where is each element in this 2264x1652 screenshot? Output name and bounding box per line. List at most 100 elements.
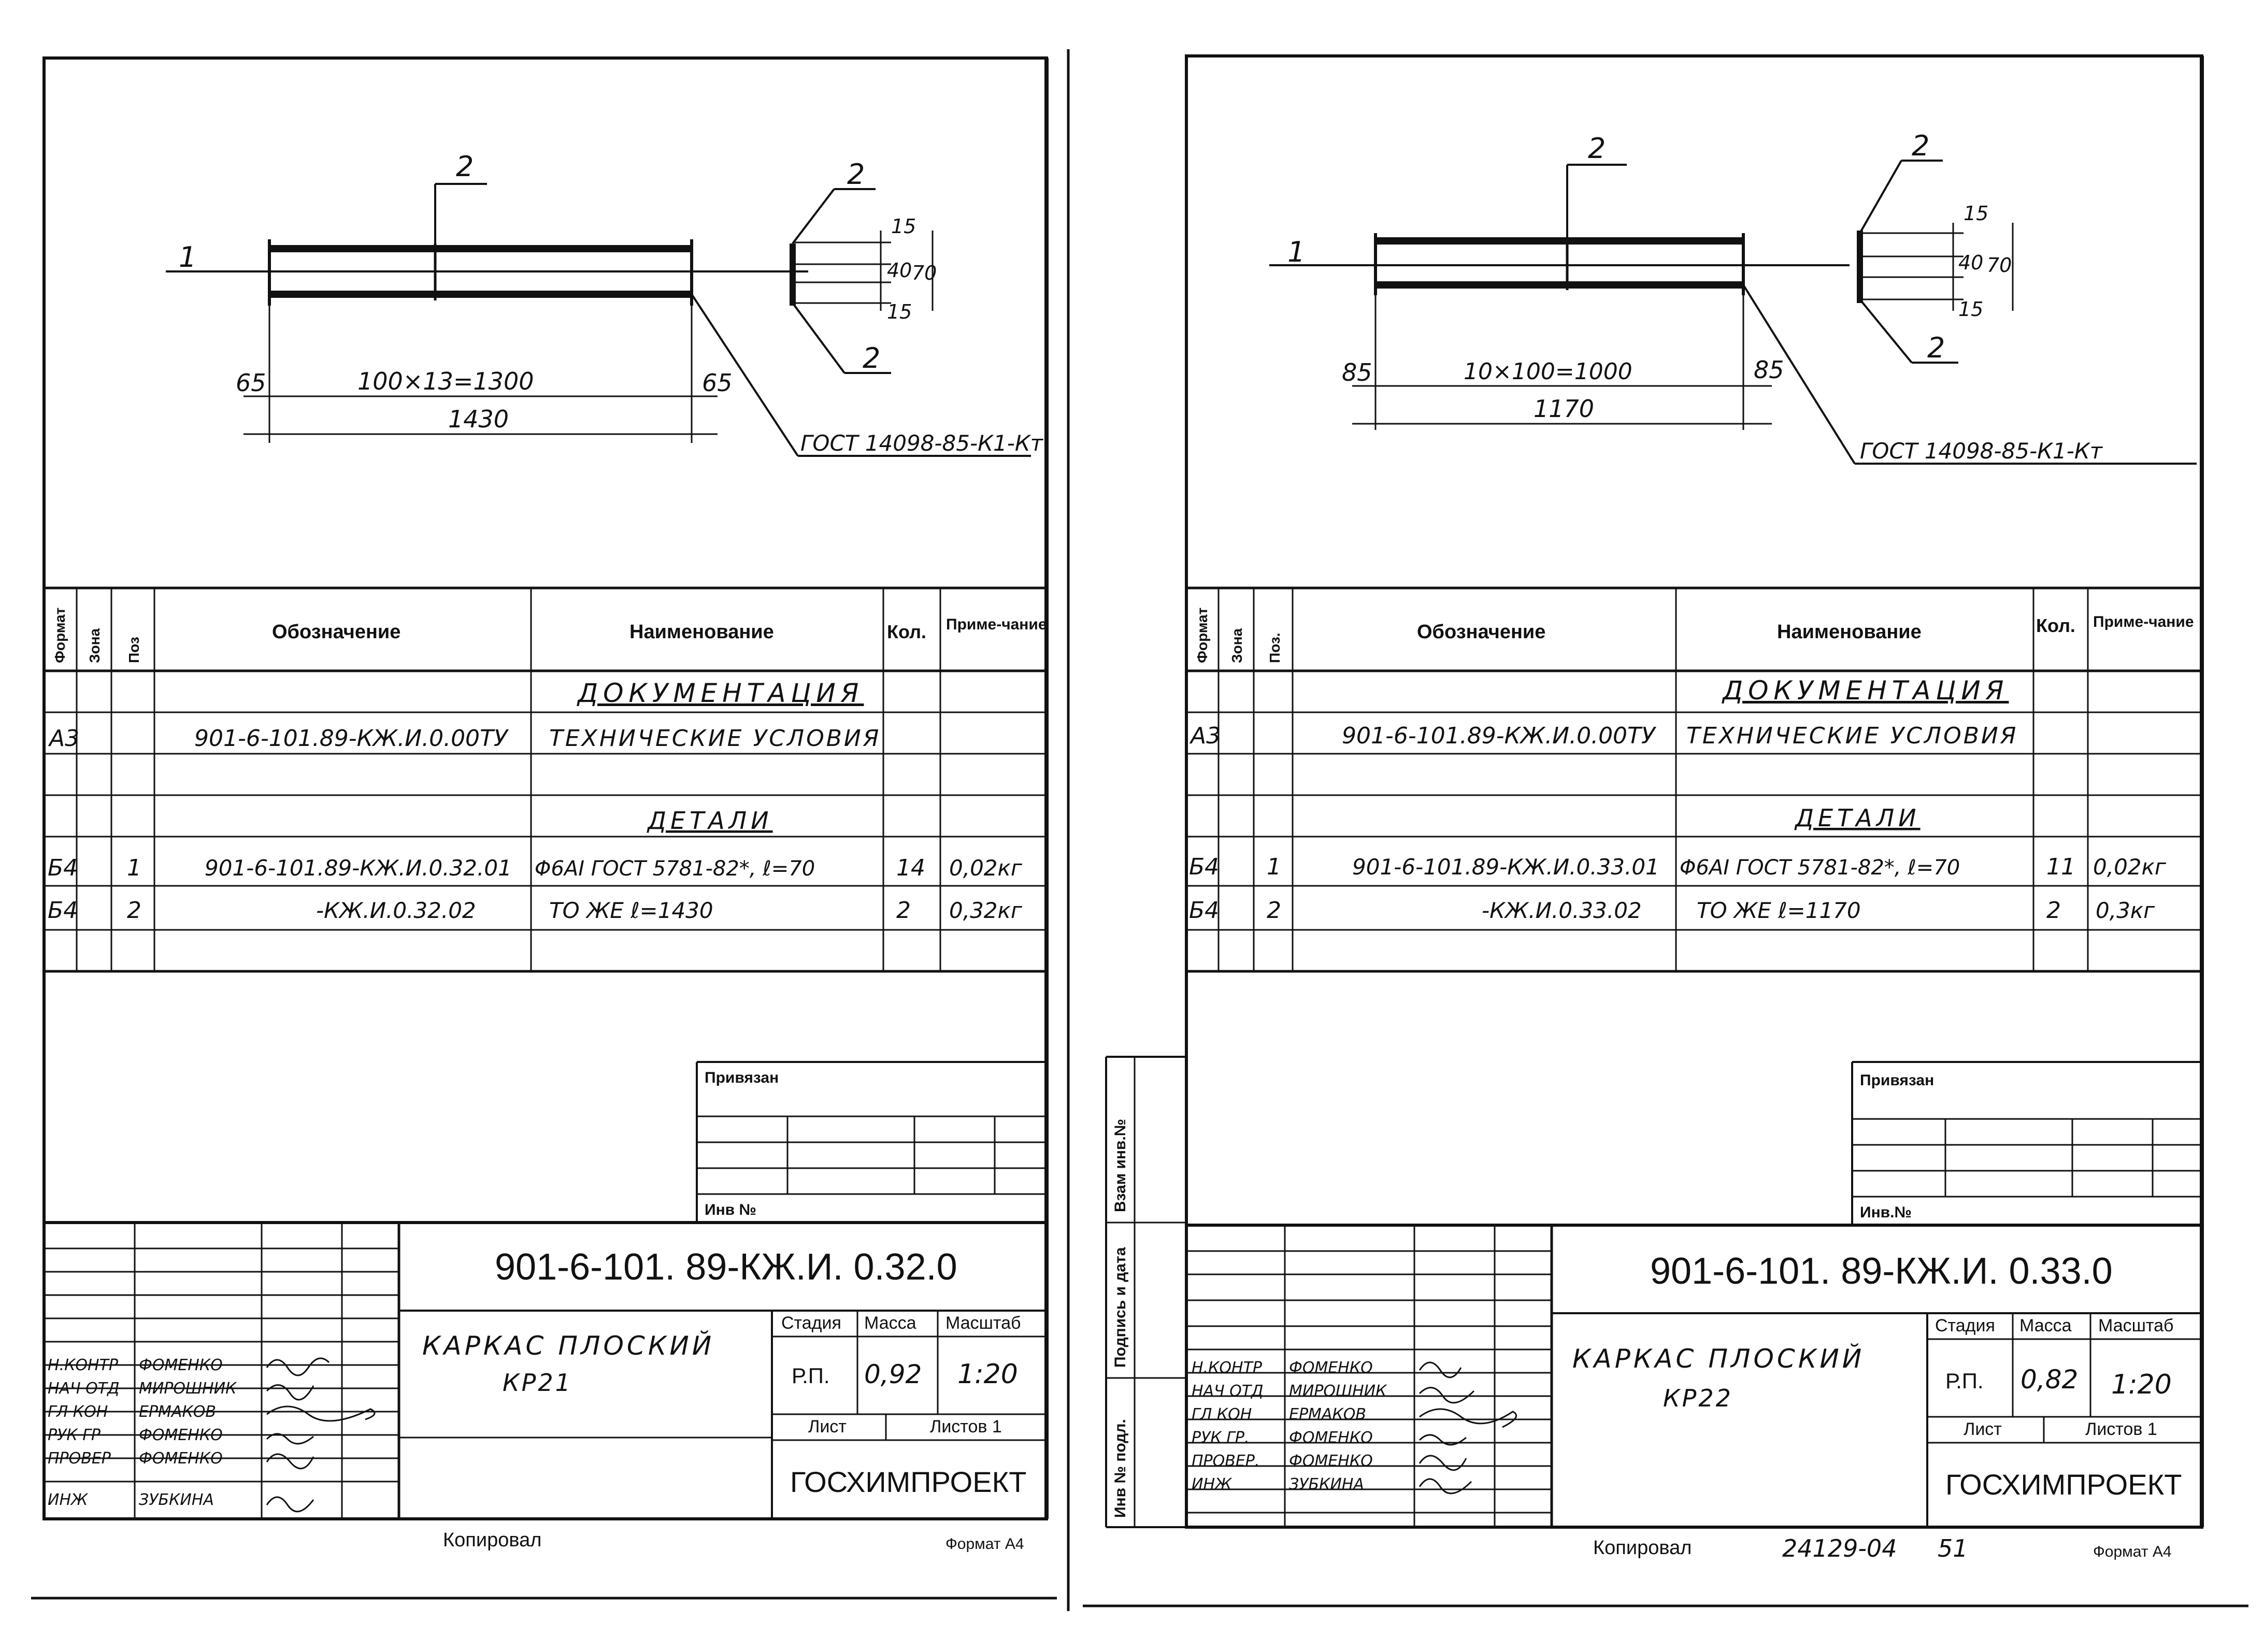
name-3: ЕРМАКОВ <box>1289 1405 1366 1424</box>
header-zone: Зона <box>87 628 103 663</box>
sheet-left: 1 2 2 2 65 100×13=1300 65 1430 15 40 15 … <box>31 49 1070 1611</box>
scale-label: Масштаб <box>945 1313 1021 1333</box>
title-line-1: КАРКАС ПЛОСКИЙ <box>1572 1343 1865 1374</box>
title-block <box>44 1221 1047 1519</box>
section-dim-40: 40 <box>887 259 912 282</box>
sheets-count-label: Листов 1 <box>2085 1419 2157 1439</box>
header-pos: Поз <box>126 637 142 663</box>
row-1-format: А3 <box>48 725 79 752</box>
signatures <box>266 1357 376 1513</box>
role-3: ГЛ КОН <box>48 1403 108 1421</box>
format-label: Формат А4 <box>945 1535 1024 1553</box>
row-2-name: Φ6АI ГОСТ 5781-82*, ℓ=70 <box>535 857 815 881</box>
inv-no-label: Инв.№ <box>1860 1204 1912 1221</box>
row-3-pos: 2 <box>127 897 141 924</box>
row-2-note: 0,02кг <box>949 855 1023 881</box>
role-3: ГЛ КОН <box>1192 1405 1252 1424</box>
row-3-format: Б4 <box>48 897 78 924</box>
pos-1-label: 1 <box>1287 236 1305 268</box>
row-1-designation: 901-6-101.89-КЖ.И.0.00ТУ <box>194 725 509 752</box>
row-3-note: 0,32кг <box>949 898 1023 923</box>
section-parts: ДЕТАЛИ <box>647 807 773 835</box>
gost-leader-label: ГОСТ 14098-85-К1-Кт <box>1860 438 2103 464</box>
row-3-format: Б4 <box>1189 897 1219 924</box>
header-format: Формат <box>52 608 68 663</box>
role-5: ПРОВЕР <box>48 1449 111 1468</box>
role-2: НАЧ ОТД <box>48 1380 120 1398</box>
row-3-pos: 2 <box>1267 897 1281 924</box>
name-2: МИРОШНИК <box>139 1380 237 1398</box>
row-2-format: Б4 <box>48 855 78 881</box>
scale-value: 1:20 <box>2111 1369 2172 1400</box>
row-1-name: ТЕХНИЧЕСКИЕ УСЛОВИЯ <box>1686 723 2018 749</box>
role-4: РУК ГР <box>48 1426 101 1444</box>
header-designation: Обозначение <box>1417 621 1545 643</box>
reinforcement-cage-drawing <box>1269 160 2197 465</box>
row-2-designation: 901-6-101.89-КЖ.И.0.32.01 <box>205 855 512 881</box>
header-name: Наименование <box>629 621 774 643</box>
privyazan-label: Привязан <box>705 1069 779 1086</box>
section-pos-2-top: 2 <box>847 158 865 191</box>
document-code: 901-6-101. 89-КЖ.И. 0.32.0 <box>495 1246 957 1288</box>
stage-label: Стадия <box>781 1313 841 1333</box>
reinforcement-cage-drawing <box>166 183 1031 457</box>
spec-table <box>1186 586 2202 973</box>
section-documentation: ДОКУМЕНТАЦИЯ <box>1722 676 2009 706</box>
row-1-format: А3 <box>1189 723 1221 749</box>
dim-right: 65 <box>702 369 733 397</box>
dim-right: 85 <box>1754 356 1784 384</box>
row-3-qty: 2 <box>2046 897 2061 924</box>
pos-2-label: 2 <box>456 150 474 183</box>
section-dim-70: 70 <box>1987 254 2012 277</box>
header-name: Наименование <box>1777 621 1922 643</box>
gost-leader-label: ГОСТ 14098-85-К1-Кт <box>800 430 1044 456</box>
row-3-name: ТО ЖЕ ℓ=1430 <box>549 898 713 923</box>
dim-left: 65 <box>236 369 266 397</box>
section-pos-2-top: 2 <box>1912 130 1929 162</box>
side-label-vzam: Взам инв.№ <box>1112 1119 1129 1212</box>
name-1: ФОМЕНКО <box>1289 1359 1373 1377</box>
role-6: ИНЖ <box>1192 1475 1233 1493</box>
dim-total: 1430 <box>448 405 509 433</box>
sheet-label: Лист <box>1964 1419 2002 1439</box>
title-line-2: КР21 <box>503 1369 572 1397</box>
name-4: ФОМЕНКО <box>139 1426 223 1444</box>
row-1-designation: 901-6-101.89-КЖ.И.0.00ТУ <box>1342 723 1657 749</box>
name-2: МИРОШНИК <box>1289 1382 1387 1400</box>
stage-value: Р.П. <box>1945 1369 1984 1393</box>
name-1: ФОМЕНКО <box>139 1356 223 1374</box>
row-3-designation: -КЖ.И.0.32.02 <box>316 898 476 923</box>
signatures <box>1418 1361 1517 1495</box>
mass-label: Масса <box>2019 1316 2072 1335</box>
row-2-designation: 901-6-101.89-КЖ.И.0.33.01 <box>1352 854 1659 880</box>
role-2: НАЧ ОТД <box>1192 1382 1264 1400</box>
privyazan-label: Привязан <box>1860 1072 1934 1089</box>
organization-name: ГОСХИМПРОЕКТ <box>1945 1468 2182 1501</box>
spec-table <box>44 586 1047 973</box>
row-1-name: ТЕХНИЧЕСКИЕ УСЛОВИЯ <box>549 725 881 752</box>
section-dim-15-top: 15 <box>1964 202 1988 225</box>
page-number: 51 <box>1938 1534 1968 1562</box>
section-documentation: ДОКУМЕНТАЦИЯ <box>577 678 864 708</box>
stage-value: Р.П. <box>792 1363 830 1388</box>
header-designation: Обозначение <box>272 621 400 643</box>
document-code: 901-6-101. 89-КЖ.И. 0.33.0 <box>1650 1251 2113 1292</box>
sheets-count-label: Листов 1 <box>930 1417 1002 1436</box>
dim-spacing: 100×13=1300 <box>357 367 534 395</box>
role-1: Н.КОНТР <box>1192 1359 1263 1377</box>
pos-1-label: 1 <box>179 241 196 274</box>
scale-label: Масштаб <box>2098 1316 2173 1335</box>
name-3: ЕРМАКОВ <box>139 1403 216 1421</box>
section-dim-15-bottom: 15 <box>1958 298 1983 321</box>
section-dim-40: 40 <box>1958 251 1983 274</box>
title-block <box>1186 1224 2202 1527</box>
row-2-name: Φ6АI ГОСТ 5781-82*, ℓ=70 <box>1680 856 1960 880</box>
dim-spacing: 10×100=1000 <box>1464 358 1632 385</box>
role-1: Н.КОНТР <box>48 1356 119 1374</box>
name-6: ЗУБКИНА <box>139 1491 214 1509</box>
role-6: ИНЖ <box>48 1491 89 1509</box>
row-2-format: Б4 <box>1189 854 1219 880</box>
section-dim-15-top: 15 <box>891 215 916 238</box>
title-line-2: КР22 <box>1663 1384 1733 1412</box>
stage-label: Стадия <box>1935 1316 1995 1335</box>
